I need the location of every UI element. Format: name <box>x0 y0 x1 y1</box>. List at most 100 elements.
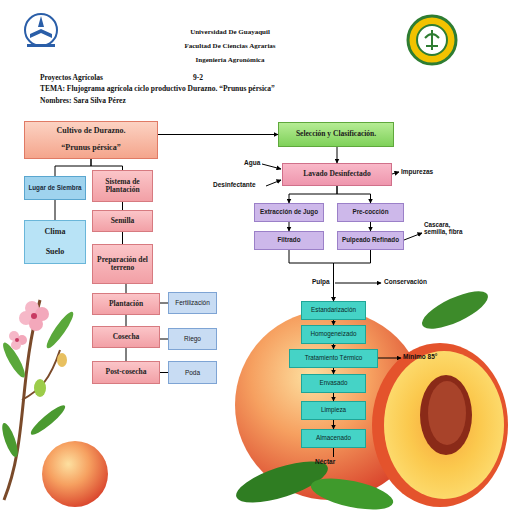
process-box: Pulpeado Refinado <box>337 231 404 250</box>
university-logo <box>25 14 57 47</box>
node-text: Cosecha <box>113 333 140 341</box>
output-arrow <box>392 172 399 174</box>
branch <box>22 350 60 400</box>
fruit-bud <box>34 379 46 397</box>
node-text: Plantación <box>109 300 143 308</box>
flower <box>9 331 27 350</box>
flow-connector <box>289 186 337 203</box>
output-arrow <box>335 283 381 284</box>
leaf <box>0 340 28 380</box>
title: TEMA: Flujograma agrícola ciclo producti… <box>40 85 275 93</box>
process-box: Preparación del terreno <box>92 244 153 284</box>
flow-connector <box>333 420 334 429</box>
node-text: Cultivo de Durazno. <box>56 127 125 136</box>
peach-small <box>42 441 108 507</box>
node-text: Extracción de Jugo <box>260 209 318 216</box>
flow-connector <box>91 159 123 170</box>
process-box: Tratamiento Térmico <box>289 349 378 368</box>
faculty-logo <box>408 16 456 64</box>
node-text: Sistema de Plantación <box>95 178 150 195</box>
flow-connector <box>55 200 56 220</box>
process-box: Limpieza <box>301 401 366 420</box>
flow-connector <box>122 202 123 210</box>
node-text: “Prunus pérsica” <box>61 144 120 153</box>
process-box: Extracción de Jugo <box>254 203 324 222</box>
peach-pit <box>420 375 472 455</box>
leaf <box>417 284 492 336</box>
node-text: Preparación del terreno <box>95 256 150 273</box>
petal <box>29 317 43 331</box>
peach-pit-inner <box>428 381 466 445</box>
logo-ring <box>25 14 57 46</box>
node-text: Estandarización <box>311 307 356 314</box>
flow-connector <box>370 222 371 231</box>
node-text: Envasado <box>319 380 347 387</box>
text-label: Facultad De Ciencias Agrarias <box>170 43 290 51</box>
flow-connector <box>126 284 127 293</box>
flow-connector <box>55 159 91 176</box>
node-text: Pre-cocción <box>352 209 388 216</box>
fruit-bud <box>57 353 67 367</box>
text-label: Néctar <box>315 458 355 465</box>
text-label: Nombres: Sara Silva Pérez <box>40 97 190 105</box>
process-box: Post-cosecha <box>92 361 160 384</box>
node-text: Filtrado <box>277 237 300 244</box>
flow-connector <box>333 393 334 401</box>
logo-pen <box>38 16 44 27</box>
process-box: Cosecha <box>92 326 160 348</box>
logo-plant <box>425 30 439 50</box>
flow-connector <box>337 147 338 163</box>
flow-connector <box>334 250 371 301</box>
process-box: Estandarización <box>301 301 366 320</box>
leaf <box>308 473 396 511</box>
node-text: Clima <box>45 228 66 237</box>
node-text: Post-cosecha <box>106 368 147 376</box>
process-box: ClimaSuelo <box>24 220 86 264</box>
flow-connector <box>160 339 168 340</box>
flower-center <box>15 338 19 342</box>
process-box: Poda <box>168 361 217 384</box>
process-box: Cultivo de Durazno. “Prunus pérsica” <box>24 121 158 159</box>
flow-connector <box>158 134 278 135</box>
node-text: Fertilización <box>175 299 210 306</box>
text-label: Conservación <box>384 278 438 285</box>
node-text: Lavado Desinfectado <box>303 170 370 178</box>
flow-connector <box>126 348 127 361</box>
flow-connector <box>160 372 168 373</box>
leaf <box>28 402 68 438</box>
node-text: Suelo <box>46 248 65 257</box>
process-box: Sistema de Plantación <box>92 170 153 202</box>
text-label: Pulpa <box>312 278 336 285</box>
text-label: Cascara, semilla, fibra <box>424 222 474 236</box>
process-box: Plantación <box>92 293 160 315</box>
output-line <box>333 448 334 457</box>
flower <box>19 301 49 331</box>
logo-band <box>27 44 55 47</box>
flow-connector <box>126 315 127 326</box>
leaf <box>0 421 21 458</box>
logo-ring <box>408 16 456 64</box>
node-text: Limpieza <box>321 407 346 414</box>
process-box: Filtrado <box>254 231 324 250</box>
node-text: Semilla <box>111 217 135 225</box>
process-box: Envasado <box>301 374 366 393</box>
petal <box>9 331 19 341</box>
output-arrow <box>404 233 422 240</box>
process-box: Riego <box>168 328 217 350</box>
text-label: 9-2 <box>193 74 223 82</box>
node-text: Homogeneizado <box>311 331 357 338</box>
process-box: Lavado Desinfectado <box>282 163 392 186</box>
text-label: Agua <box>244 159 268 166</box>
flow-connector <box>289 222 290 231</box>
process-box: Semilla <box>92 210 153 232</box>
text-label: Proyectos Agrícolas <box>40 74 130 82</box>
text-label: Ingeniería Agronómica <box>170 57 290 65</box>
process-box: Selección y Clasificación. <box>278 122 394 147</box>
peach-half-skin <box>372 343 508 507</box>
flow-connector <box>289 250 334 301</box>
node-text: Almacenado <box>316 435 351 442</box>
text-label: Mínimo 85° <box>403 353 451 360</box>
node-text: Riego <box>184 335 201 342</box>
input-arrow <box>266 180 281 186</box>
